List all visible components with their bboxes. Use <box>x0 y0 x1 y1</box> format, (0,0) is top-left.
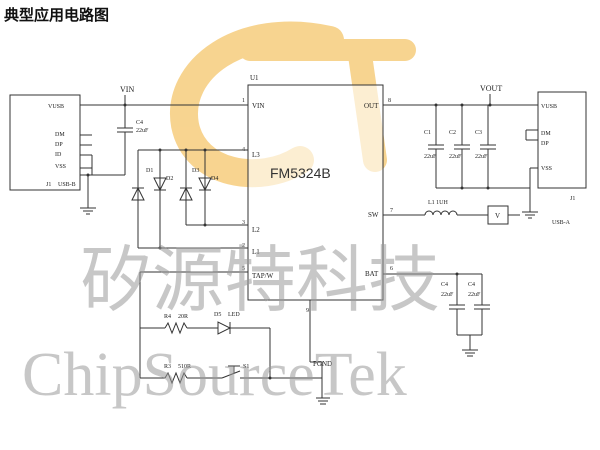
r4-ref: R4 <box>164 314 171 320</box>
chip-ref: U1 <box>250 74 259 82</box>
d5-type: LED <box>228 312 240 318</box>
cap-c2-value: 22uF <box>449 154 462 160</box>
pin-num-vin: 1 <box>242 98 245 104</box>
pin-label-l3: L3 <box>252 151 260 159</box>
conn-right-pin-1: VUSB <box>541 104 557 110</box>
cap-bat-1-ref: C4 <box>441 282 448 288</box>
pin-label-out: OUT <box>364 102 379 110</box>
conn-right-pin-3: DP <box>541 141 549 147</box>
led-d4-ref: D4 <box>211 176 218 182</box>
conn-left-pin-4: ID <box>55 152 62 158</box>
inductor-l1-label: L1 1UH <box>428 200 448 206</box>
meter-v: V <box>495 212 500 220</box>
cap-bat-2-value: 22uF <box>468 292 481 298</box>
conn-right-type: USB-A <box>552 220 571 226</box>
cap-bat-1-value: 22uF <box>441 292 454 298</box>
conn-left-type: USB-B <box>58 182 76 188</box>
conn-right-ref: J1 <box>570 196 575 202</box>
conn-right-pin-4: VSS <box>541 166 552 172</box>
watermark-english: ChipSourceTek <box>22 341 407 409</box>
d5-ref: D5 <box>214 312 221 318</box>
net-label-vin: VIN <box>120 85 134 94</box>
net-label-vout: VOUT <box>480 84 502 93</box>
led-d3-ref: D3 <box>192 168 199 174</box>
r3-ref: R3 <box>164 364 171 370</box>
pgnd-net: PGND <box>309 300 332 405</box>
conn-left-ref: J1 <box>46 182 51 188</box>
c4-ref: C4 <box>136 120 143 126</box>
r3-value: 510R <box>178 364 191 370</box>
pin-num-out: 8 <box>388 98 391 104</box>
conn-left-pin-1: VUSB <box>48 104 64 110</box>
tap-network: R4 20R D5 LED R3 510R S1 <box>139 271 322 385</box>
pin-label-pgnd: PGND <box>313 360 332 368</box>
pin-num-bat: 6 <box>390 266 393 272</box>
pin-label-vin: VIN <box>252 102 264 110</box>
sw-inductor-meter: L1 1UH V <box>383 200 520 225</box>
ground-right-connector <box>522 211 538 219</box>
diagram-title: 典型应用电路图 <box>4 6 109 24</box>
pin-num-l2: 3 <box>242 220 245 226</box>
pin-label-bat: BAT <box>365 270 379 278</box>
pin-label-tap: TAP/W <box>252 272 274 280</box>
conn-left-pin-3: DP <box>55 142 63 148</box>
cap-c3-value: 22uF <box>475 154 488 160</box>
s1-ref: S1 <box>243 364 249 370</box>
pin-label-sw: SW <box>368 211 379 219</box>
cap-bat-2-ref: C4 <box>468 282 475 288</box>
r4-value: 20R <box>178 314 188 320</box>
pin-num-l1: 2 <box>242 243 245 249</box>
conn-left-pin-5: VSS <box>55 164 66 170</box>
cap-c3-ref: C3 <box>475 130 482 136</box>
c4-value: 22uF <box>136 128 149 134</box>
connector-left: VUSB DM DP ID VSS J1 USB-B <box>9 94 96 215</box>
chip-u1: U1 FM5324B VIN L3 L2 L1 TAP/W OUT SW BAT… <box>242 74 393 314</box>
chip-name: FM5324B <box>270 165 331 181</box>
conn-right-pin-2: DM <box>541 131 551 137</box>
battery-capacitors: C4 22uF C4 22uF <box>383 272 490 357</box>
pin-label-l2: L2 <box>252 226 260 234</box>
pin-num-tap: 5 <box>242 266 245 272</box>
led-d2-ref: D2 <box>166 176 173 182</box>
pin-num-sw: 7 <box>390 208 393 214</box>
cap-c1-ref: C1 <box>424 130 431 136</box>
connector-right: VUSB DM DP VSS J1 USB-A <box>522 91 587 226</box>
conn-left-pin-2: DM <box>55 132 65 138</box>
led-d1-ref: D1 <box>146 168 153 174</box>
cap-c1-value: 22uF <box>424 154 437 160</box>
capacitor-c4: C4 22uF <box>92 105 149 176</box>
output-capacitors: C1 22uF C2 22uF C3 22uF <box>424 103 530 190</box>
pin-label-l1: L1 <box>252 248 260 256</box>
ground-left-connector <box>80 207 96 215</box>
pin-num-pgnd: 9 <box>306 308 309 314</box>
watermark-chinese: 矽源特科技 <box>80 238 440 322</box>
led-array: D1 D2 D3 D4 <box>131 148 248 250</box>
cap-c2-ref: C2 <box>449 130 456 136</box>
